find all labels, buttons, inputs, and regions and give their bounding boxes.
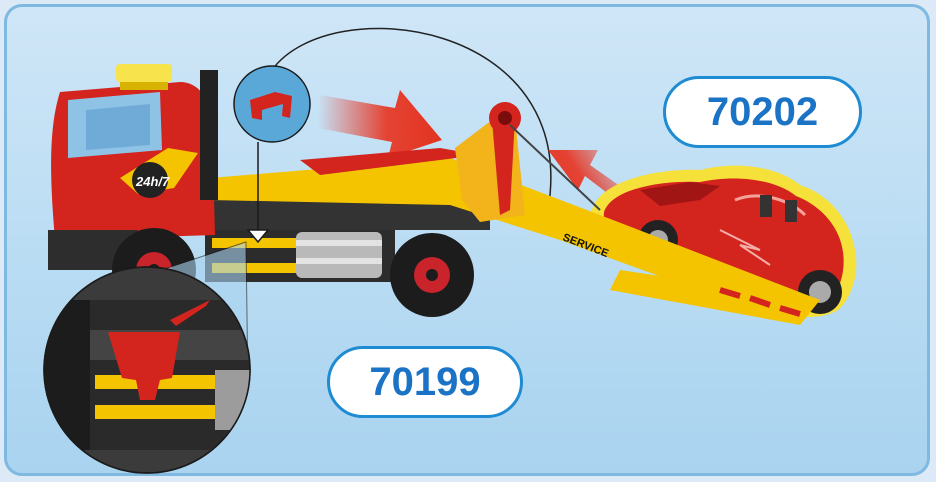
cab-sticker-text: 24h/7 (135, 174, 170, 189)
product-number-badge-70199: 70199 (327, 346, 523, 418)
product-number-badge-70202: 70202 (663, 76, 862, 148)
red-arrow-large (318, 90, 442, 158)
roof-light (116, 64, 172, 82)
